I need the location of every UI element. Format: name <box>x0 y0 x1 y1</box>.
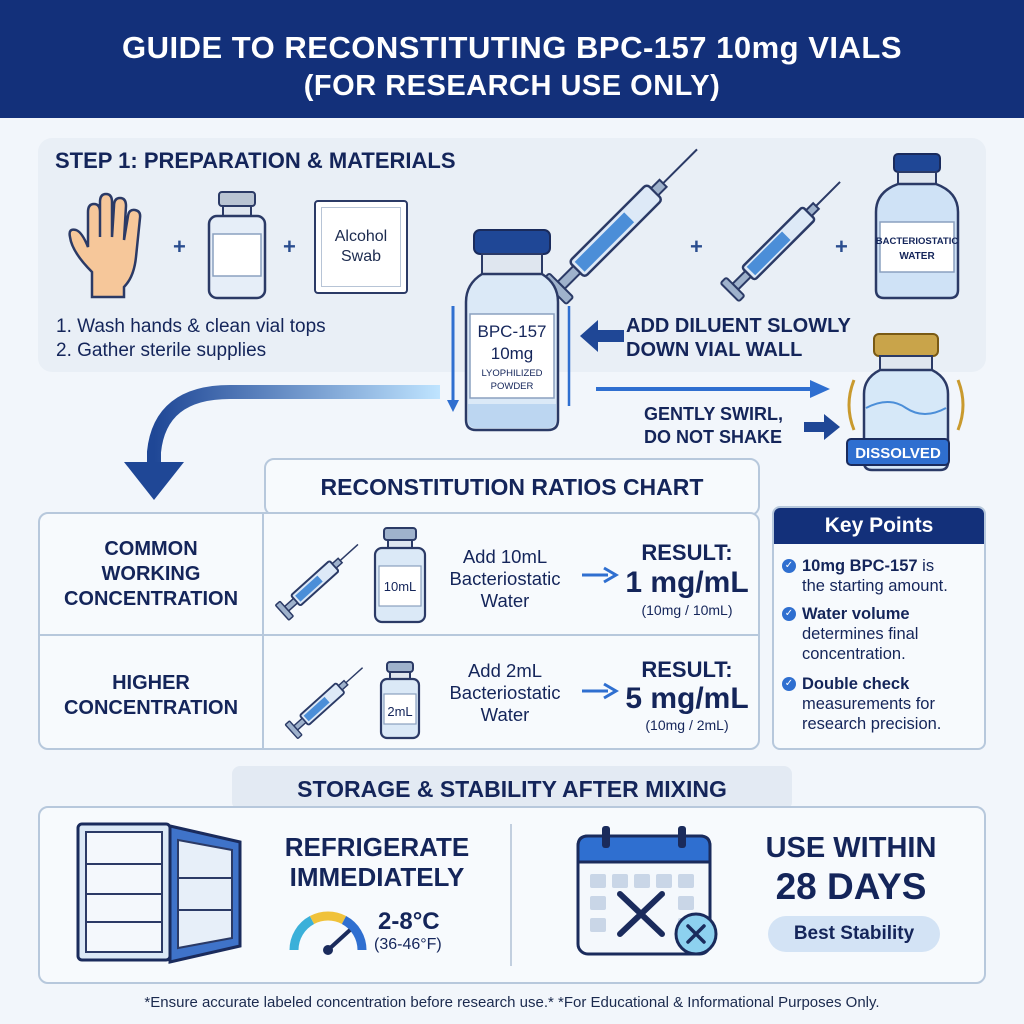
key-point-bold: 10mg BPC-157 <box>802 557 918 575</box>
syringe-icon <box>284 667 364 739</box>
calendar-icon <box>576 826 718 956</box>
vial-volume-label: 2mL <box>387 704 413 719</box>
refrigerator-icon <box>76 822 242 964</box>
right-arrow-icon <box>582 682 619 700</box>
plus-sign: + <box>173 234 186 259</box>
key-point-text: measurements for <box>802 695 935 713</box>
flow-arrow-icon <box>596 380 830 398</box>
vial-dose: 10mg <box>490 344 534 363</box>
vertical-line <box>567 306 571 406</box>
empty-vial-icon <box>207 191 267 300</box>
syringe-icon <box>720 181 841 302</box>
add-amount: Add 10mL <box>462 546 548 567</box>
bpc157-vial-icon <box>464 229 560 432</box>
swirl-text: GENTLY SWIRL, <box>644 404 784 424</box>
use-within-days: 28 DAYS <box>775 866 927 907</box>
row-label: CONCENTRATION <box>63 697 239 719</box>
vial-desc: POWDER <box>490 381 534 392</box>
temperature-fahrenheit: (36-46°F) <box>374 936 442 953</box>
water-label: WATER <box>899 251 935 262</box>
add-amount: Add 2mL <box>467 660 543 681</box>
dissolved-badge: DISSOLVED <box>846 438 950 466</box>
key-point-bold: Double check <box>802 675 910 693</box>
key-point-text: concentration. <box>802 645 906 663</box>
refrigerate-text: IMMEDIATELY <box>289 862 465 892</box>
vial-name: BPC-157 <box>477 322 547 341</box>
vial-10ml-icon <box>373 527 427 624</box>
storage-title-band <box>232 766 792 810</box>
hand-icon <box>68 192 142 299</box>
key-points-card <box>772 506 986 750</box>
swab-label: Alcohol <box>334 228 388 245</box>
row-label: HIGHER <box>112 672 190 694</box>
instruction-wash: 1. Wash hands & clean vial tops <box>56 316 326 337</box>
vial-2ml-icon <box>379 661 421 740</box>
add-diluent: Water <box>480 704 530 725</box>
key-point-text: is <box>917 557 935 575</box>
plus-sign: + <box>690 234 703 259</box>
add-diluent-text: ADD DILUENT SLOWLY <box>626 315 851 337</box>
row-label: WORKING <box>101 563 201 585</box>
down-arrow-icon <box>447 306 459 412</box>
large-syringe-icon <box>541 148 698 305</box>
key-point: ✓ Double check measurements for research… <box>782 674 982 734</box>
page-title: GUIDE TO RECONSTITUTING BPC-157 10mg VIA… <box>121 30 903 65</box>
key-points-title: Key Points <box>774 508 984 544</box>
add-diluent: Bacteriostatic <box>449 568 561 589</box>
result-label: RESULT: <box>641 540 733 565</box>
table-divider <box>38 634 760 636</box>
water-label: BACTERIOSTATIC <box>875 236 959 247</box>
key-point-text: research precision. <box>802 715 942 733</box>
add-water-text: Add 2mL Bacteriostatic Water <box>432 660 578 726</box>
result-value: 5 mg/mL <box>625 682 749 715</box>
key-point: ✓ Water volume determines final concentr… <box>782 604 982 664</box>
instruction-gather: 2. Gather sterile supplies <box>56 340 267 361</box>
bacteriostatic-water-icon <box>874 153 960 300</box>
result-calc: (10mg / 2mL) <box>645 717 729 733</box>
check-icon: ✓ <box>782 607 796 621</box>
refrigerate-text: REFRIGERATE <box>284 832 470 862</box>
thermometer-gauge-icon <box>289 911 367 955</box>
add-diluent: Bacteriostatic <box>449 682 561 703</box>
result-value: 1 mg/mL <box>625 566 749 599</box>
swab-label: Swab <box>340 248 382 265</box>
swirl-text: DO NOT SHAKE <box>644 427 783 447</box>
result-calc: (10mg / 10mL) <box>641 602 733 618</box>
add-diluent-text: DOWN VIAL WALL <box>626 339 803 361</box>
left-arrow-icon <box>580 320 624 352</box>
table-divider <box>262 512 264 750</box>
use-within-text: USE WITHIN <box>765 832 937 864</box>
page-header: GUIDE TO RECONSTITUTING BPC-157 10mg VIA… <box>0 0 1024 118</box>
add-water-text: Add 10mL Bacteriostatic Water <box>432 546 578 612</box>
key-point-text: determines final <box>802 625 919 643</box>
vial-desc: LYOPHILIZED <box>481 368 543 379</box>
vial-volume-label: 10mL <box>383 579 417 594</box>
storage-title: STORAGE & STABILITY AFTER MIXING <box>297 776 727 802</box>
step1-title: STEP 1: PREPARATION & MATERIALS <box>55 148 456 173</box>
result-label: RESULT: <box>641 657 733 682</box>
plus-sign: + <box>835 234 848 259</box>
ratios-title: RECONSTITUTION RATIOS CHART <box>320 474 704 500</box>
row-label: CONCENTRATION <box>63 588 239 610</box>
temperature-celsius: 2-8°C <box>378 908 440 935</box>
key-point-bold: Water volume <box>802 605 910 623</box>
add-diluent: Water <box>480 590 530 611</box>
key-point: ✓ 10mg BPC-157 is the starting amount. <box>782 556 982 596</box>
plus-sign: + <box>283 234 296 259</box>
key-point-text: the starting amount. <box>802 577 948 595</box>
right-arrow-icon <box>804 414 840 440</box>
footer-disclaimer: *Ensure accurate labeled concentration b… <box>144 994 880 1011</box>
check-icon: ✓ <box>782 559 796 573</box>
storage-divider <box>510 824 512 966</box>
syringe-icon <box>275 543 359 621</box>
row-label: COMMON <box>104 538 198 560</box>
alcohol-swab-icon: Alcohol Swab <box>314 200 408 294</box>
curved-arrow-icon <box>124 385 440 500</box>
check-icon: ✓ <box>782 677 796 691</box>
right-arrow-icon <box>582 566 619 584</box>
page-subtitle: (FOR RESEARCH USE ONLY) <box>303 70 721 102</box>
best-stability-badge: Best Stability <box>768 916 940 952</box>
